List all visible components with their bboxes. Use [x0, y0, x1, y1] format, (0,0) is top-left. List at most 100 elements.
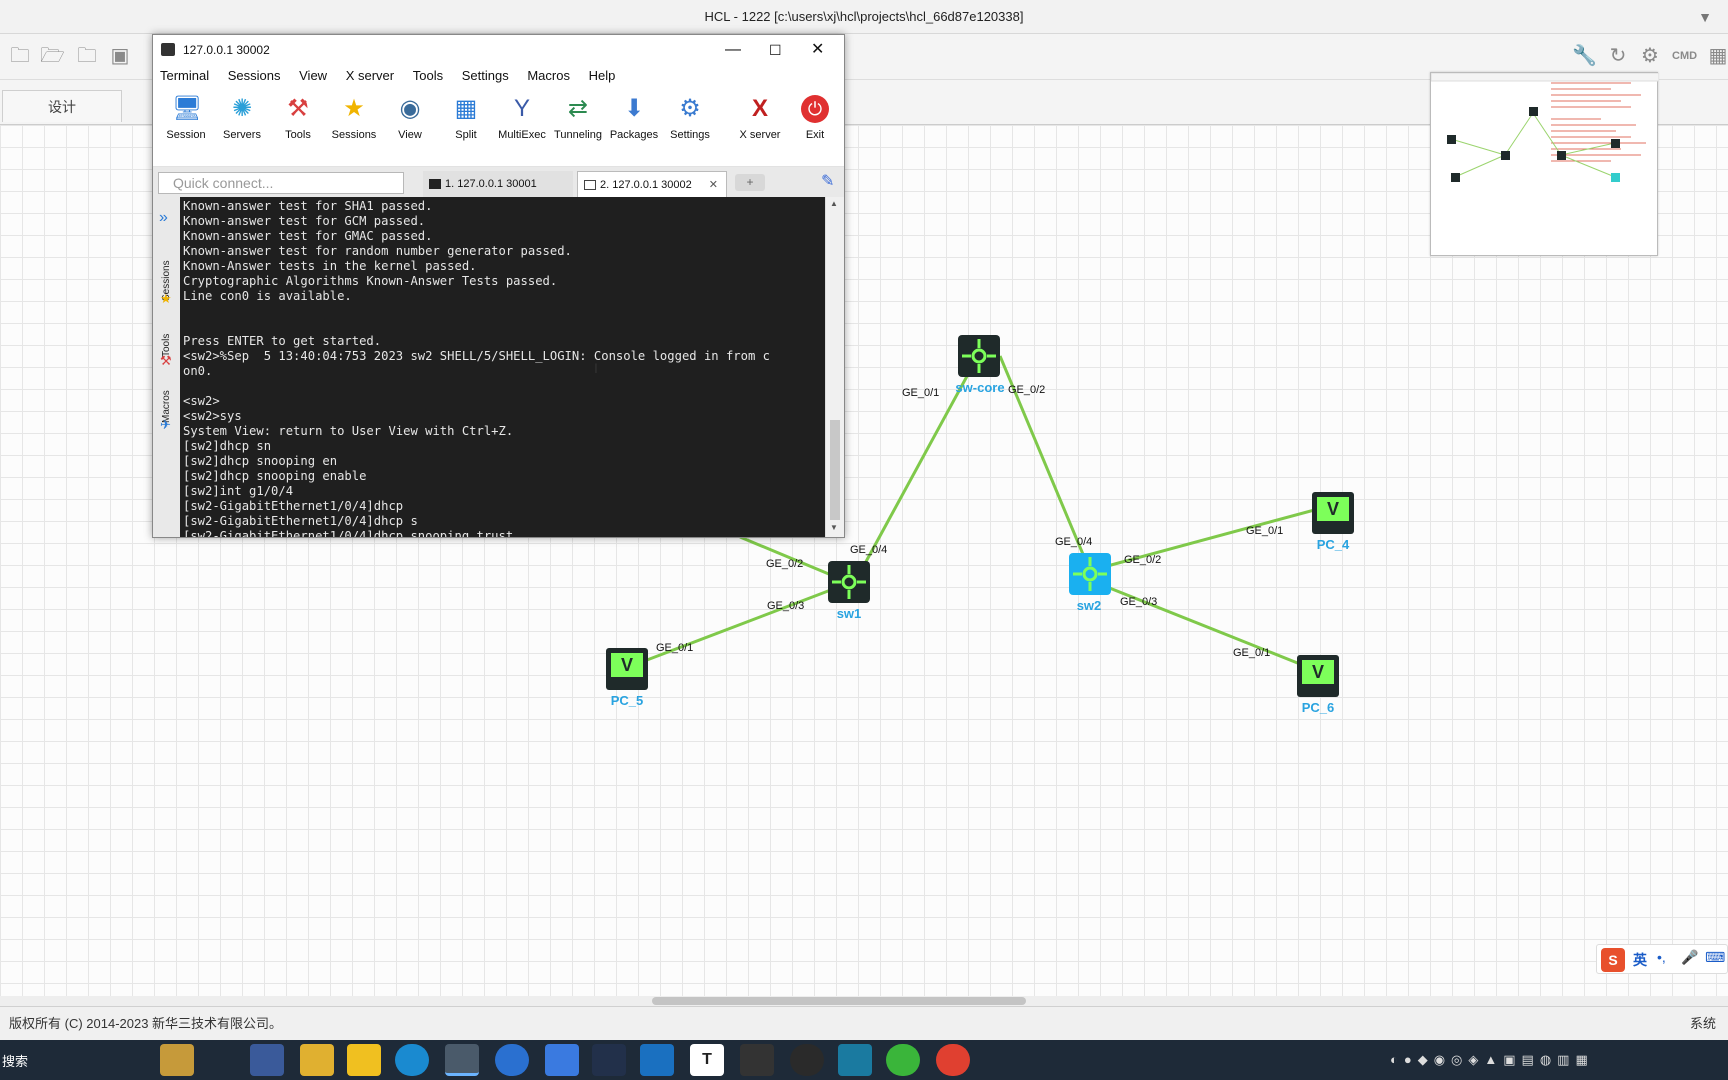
terminal-lines: Known-answer test for SHA1 passed.Known-… — [183, 199, 770, 537]
microphone-icon[interactable]: 🎤 — [1681, 949, 1699, 965]
scroll-up-icon[interactable]: ▲ — [830, 199, 838, 208]
taskbar-app-chrome[interactable] — [936, 1044, 970, 1076]
taskbar-app-feishu[interactable] — [495, 1044, 529, 1076]
tab-design[interactable]: 设计 — [2, 90, 122, 122]
close-tab-icon[interactable]: ✕ — [708, 179, 718, 191]
terminal-line: on0. — [183, 364, 213, 378]
pc6-icon[interactable]: V — [1297, 655, 1339, 697]
close-icon[interactable]: ✕ — [811, 41, 825, 58]
exit-button[interactable]: ⏻Exit — [787, 95, 843, 141]
taskbar-app-browser[interactable] — [250, 1044, 284, 1076]
punctuation-icon[interactable]: •, — [1657, 949, 1666, 965]
copyright-text: 版权所有 (C) 2014-2023 新华三技术有限公司。 — [9, 1016, 283, 1031]
new-folder-icon[interactable]: 🗀 — [10, 45, 30, 67]
split-button[interactable]: ▦Split — [438, 95, 494, 141]
packages-button[interactable]: ⬇Packages — [609, 95, 659, 141]
taskbar-app-terminal[interactable] — [740, 1044, 774, 1076]
taskbar-app-edge[interactable] — [395, 1044, 429, 1076]
taskbar-app-unknown[interactable] — [592, 1044, 626, 1076]
terminal-line: Press ENTER to get started. — [183, 334, 382, 348]
refresh-icon[interactable]: ↻ — [1609, 45, 1627, 67]
open-icon[interactable]: 🗁 — [40, 45, 65, 67]
menu-settings[interactable]: Settings — [461, 68, 509, 83]
sogou-icon[interactable]: S — [1601, 948, 1625, 972]
text-cursor-icon: I — [594, 360, 598, 376]
cmd-icon[interactable]: CMD — [1672, 50, 1698, 62]
taskbar-app-explorer[interactable] — [300, 1044, 334, 1076]
menu-help[interactable]: Help — [588, 68, 616, 83]
moba-menubar: Terminal Sessions View X server Tools Se… — [153, 65, 844, 87]
port-label: GE_0/1 — [1233, 647, 1271, 659]
taskbar-search[interactable]: 搜索 — [2, 1054, 29, 1069]
tab-session-1[interactable]: 1. 127.0.0.1 30001 — [423, 171, 573, 197]
settings-button[interactable]: ⚙Settings — [670, 95, 710, 141]
taskbar-app-hcl[interactable] — [445, 1044, 479, 1076]
system-tray-icons[interactable]: ◐●◆◉◎◈▲▣▤◍▥▦ — [1390, 1052, 1594, 1067]
expand-icon[interactable]: » — [159, 209, 168, 226]
session-button[interactable]: 🖥Session — [166, 95, 206, 141]
port-label: GE_0/4 — [850, 544, 888, 556]
terminal-icon — [429, 179, 441, 189]
tab-session-2[interactable]: 2. 127.0.0.1 30002 ✕ — [577, 171, 727, 197]
canvas-horizontal-scrollbar[interactable] — [0, 996, 1728, 1006]
taskbar-app-typora[interactable]: T — [690, 1044, 724, 1076]
link-sw2-pc4 — [1099, 507, 1319, 570]
terminal-line: [sw2]int g1/0/4 — [183, 484, 294, 498]
link-sw2-pc6 — [1101, 583, 1301, 666]
ime-toolbar[interactable]: S 英 •, 🎤 ⌨ — [1596, 944, 1728, 974]
ime-lang[interactable]: 英 — [1633, 952, 1647, 968]
moba-titlebar[interactable]: 127.0.0.1 30002 — ☐ ✕ — [153, 35, 844, 65]
taskbar-app-dingtalk[interactable] — [545, 1044, 579, 1076]
quick-connect-input[interactable]: Quick connect... — [158, 172, 404, 194]
scrollbar-thumb[interactable] — [652, 997, 1026, 1005]
tunneling-button[interactable]: ⇄Tunneling — [554, 95, 602, 141]
menu-view[interactable]: View — [299, 68, 328, 83]
servers-button[interactable]: ✺Servers — [223, 95, 261, 141]
menu-tools[interactable]: Tools — [412, 68, 444, 83]
mobaxterm-window[interactable]: 127.0.0.1 30002 — ☐ ✕ Terminal Sessions … — [152, 34, 845, 538]
sw-core-label: sw-core — [955, 380, 1005, 395]
minimize-icon[interactable]: — — [725, 41, 741, 58]
scroll-down-icon[interactable]: ▼ — [830, 523, 838, 532]
pc5-label: PC_5 — [610, 693, 644, 708]
link-core-sw1 — [848, 355, 980, 592]
sw2-switch-icon[interactable] — [1069, 553, 1111, 595]
menu-sessions[interactable]: Sessions — [227, 68, 281, 83]
pc4-icon[interactable]: V — [1312, 492, 1354, 534]
taskbar-app-vscode[interactable] — [640, 1044, 674, 1076]
new-tab-button[interactable]: + — [735, 174, 765, 191]
terminal-scrollbar[interactable]: ▲ ▼ — [825, 197, 844, 537]
terminal-line: [sw2]dhcp snooping en — [183, 454, 338, 468]
view-button[interactable]: ◉View — [382, 95, 438, 141]
taskbar-app-game[interactable] — [160, 1044, 194, 1076]
maximize-icon[interactable]: ☐ — [769, 42, 782, 58]
paperclip-icon[interactable]: ✎ — [821, 173, 835, 190]
keyboard-icon[interactable]: ⌨ — [1705, 949, 1726, 965]
chevron-down-icon[interactable]: ▼ — [1698, 9, 1712, 25]
taskbar-app-wechat[interactable] — [886, 1044, 920, 1076]
menu-x-server[interactable]: X server — [345, 68, 395, 83]
save-icon[interactable]: ▣ — [110, 45, 130, 67]
taskbar-app-obs[interactable] — [790, 1044, 824, 1076]
folder-icon[interactable]: 🗀 — [77, 45, 97, 67]
pc5-icon[interactable]: V — [606, 648, 648, 690]
status-bar: 版权所有 (C) 2014-2023 新华三技术有限公司。 系统版本 — [0, 1006, 1728, 1065]
taskbar-app-notes[interactable] — [347, 1044, 381, 1076]
menu-terminal[interactable]: Terminal — [160, 68, 210, 83]
terminal-output[interactable]: Known-answer test for SHA1 passed.Known-… — [180, 197, 825, 537]
wrench-icon[interactable]: 🔧 — [1572, 45, 1597, 67]
sw1-switch-icon[interactable] — [828, 561, 870, 603]
gear-icon[interactable]: ⚙ — [1641, 45, 1659, 67]
menu-macros[interactable]: Macros — [527, 68, 570, 83]
sw-core-router-icon[interactable] — [958, 335, 1000, 377]
sessions-button[interactable]: ★Sessions — [331, 95, 377, 141]
scrollbar-thumb[interactable] — [830, 420, 840, 520]
x-server-icon: X — [751, 95, 768, 122]
terminal-line: Line con0 is available. — [183, 289, 352, 303]
taskbar-app-moba[interactable] — [838, 1044, 872, 1076]
minimap[interactable] — [1430, 72, 1660, 256]
grid-icon[interactable]: ▦ — [1708, 45, 1728, 67]
tools-button[interactable]: ⚒Tools — [285, 95, 311, 141]
